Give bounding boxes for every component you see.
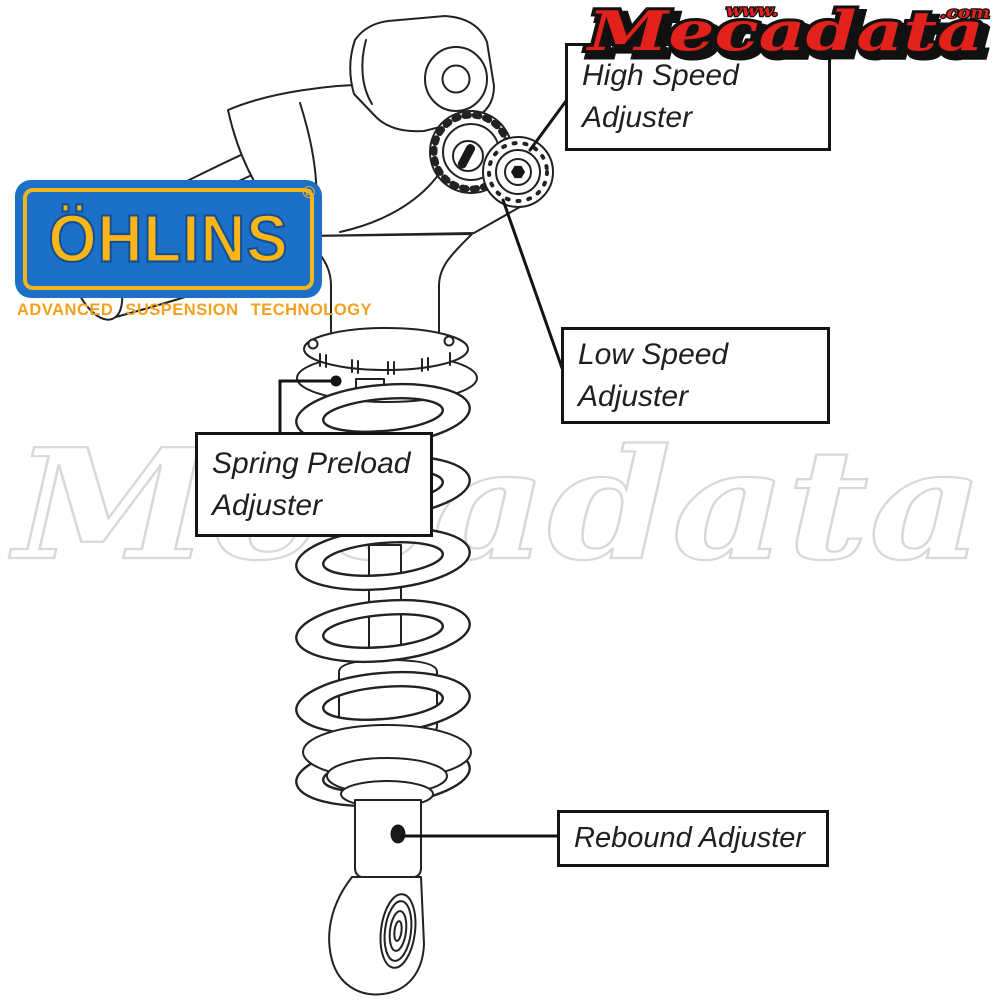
callout-label-line: Adjuster	[578, 379, 689, 413]
ohlins-tagline: ADVANCED SUSPENSION TECHNOLOGY	[17, 301, 373, 319]
mecadata-wordmark-shadow: Mecadata	[590, 4, 989, 68]
top-eye-mount	[349, 15, 495, 133]
mecadata-wordmark: Mecadata	[585, 0, 984, 63]
callout-box-spring-preload-adjuster: Spring Preload Adjuster	[195, 432, 433, 537]
callout-lines	[278, 99, 568, 838]
callout-box-rebound-adjuster: Rebound Adjuster	[557, 810, 829, 867]
mecadata-logo-art: Mecadata Mecadata www. .com	[582, 0, 993, 73]
ohlins-wordmark: ÖHLINS	[47, 201, 289, 278]
bottom-eye-mount	[328, 876, 425, 996]
watermark-text: Mecadata	[8, 415, 984, 594]
low-speed-leader-line	[501, 198, 564, 370]
shaft-clevis	[354, 799, 422, 878]
spring-preload-leader-dot	[330, 375, 342, 387]
lower-spring-seat	[302, 724, 472, 808]
callout-box-low-speed-adjuster: Low Speed Adjuster	[561, 327, 830, 424]
ohlins-logo: ÖHLINS ®	[15, 180, 322, 298]
callout-label-line: High Speed	[582, 59, 739, 92]
callout-box-high-speed-adjuster: High Speed Adjuster	[565, 43, 831, 151]
ohlins-logo-frame: ÖHLINS	[23, 188, 314, 290]
rebound-adjuster-screw	[390, 824, 406, 844]
shock-line-art	[68, 15, 554, 996]
callout-label-line: Adjuster	[582, 101, 693, 134]
high-speed-leader-line	[528, 99, 568, 152]
spring-preload-leader-line	[278, 379, 338, 434]
callout-label-line: Spring Preload	[212, 446, 411, 480]
low-speed-adjuster-knob	[482, 136, 554, 208]
mecadata-www-prefix: www.	[726, 1, 778, 20]
callout-label-line: Rebound Adjuster	[574, 822, 806, 854]
registered-trademark-icon: ®	[302, 183, 315, 202]
mecadata-logo: Mecadata Mecadata www. .com	[578, 0, 1000, 77]
callout-label-line: Adjuster	[212, 488, 323, 522]
mecadata-com-suffix: .com	[940, 3, 990, 22]
callout-label-line: Low Speed	[578, 337, 729, 371]
